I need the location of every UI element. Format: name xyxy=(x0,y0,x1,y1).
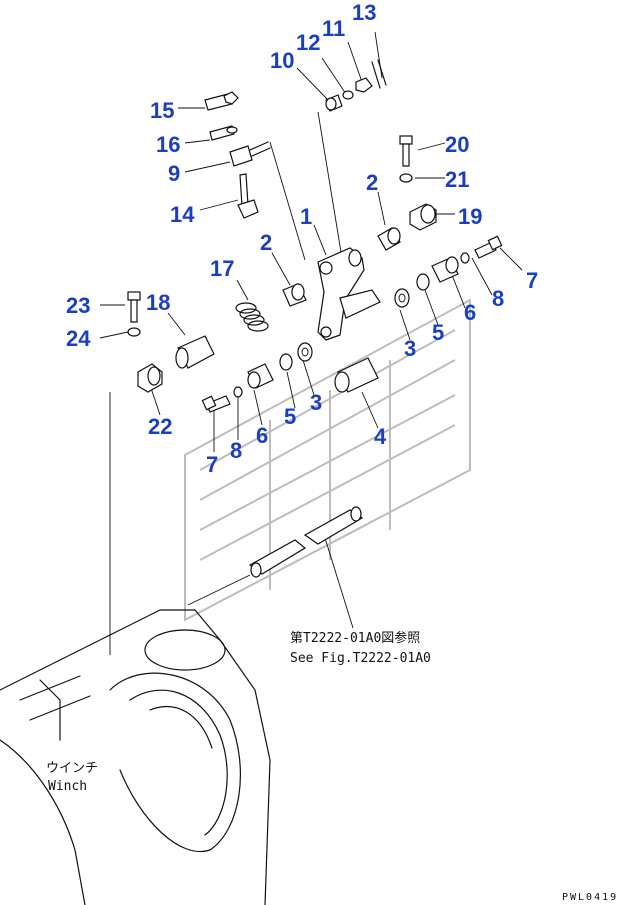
callout-2-upper: 2 xyxy=(366,170,378,195)
reference-note-english: See Fig.T2222-01A0 xyxy=(290,651,431,666)
callout-7-lower: 7 xyxy=(206,452,218,477)
callout-11: 11 xyxy=(322,16,345,41)
part-5-spacer-upper xyxy=(416,273,430,291)
callout-16: 16 xyxy=(156,132,180,157)
callout-9: 9 xyxy=(168,161,180,186)
part-7-bolt-upper xyxy=(474,235,503,259)
callout-6-upper: 6 xyxy=(464,300,476,325)
part-22-bracket xyxy=(137,363,163,393)
part-14-bolt xyxy=(237,173,259,219)
part-1-lever xyxy=(317,247,381,341)
winch-label-english: Winch xyxy=(48,779,87,794)
callout-labels: 13 11 12 10 15 16 9 14 20 21 2 19 1 2 17… xyxy=(66,0,538,477)
part-12-washer xyxy=(342,90,354,100)
part-6-bushing-upper xyxy=(431,256,459,283)
reference-note-japanese: 第T2222-01A0図参照 xyxy=(290,630,420,646)
shaft-upper xyxy=(303,506,364,545)
background-plate-ghost xyxy=(184,298,471,622)
part-2-bushing-lower xyxy=(282,283,307,307)
part-11-nut xyxy=(355,77,373,93)
assembly-lines xyxy=(109,111,354,655)
winch-drum xyxy=(0,609,271,905)
callout-3-lower: 3 xyxy=(310,390,322,415)
part-20-bolt xyxy=(399,135,413,167)
part-7-bolt-lower xyxy=(201,395,231,413)
callout-20: 20 xyxy=(445,132,469,157)
part-9-joint xyxy=(229,141,271,167)
part-3-ring-lower xyxy=(297,342,313,362)
callout-22: 22 xyxy=(148,414,172,439)
part-24-washer xyxy=(127,327,141,337)
callout-13: 13 xyxy=(352,0,376,25)
callout-3-upper: 3 xyxy=(404,336,416,361)
callout-10: 10 xyxy=(270,48,294,73)
shaft-lower xyxy=(248,539,307,578)
callout-6-lower: 6 xyxy=(256,423,268,448)
callout-23: 23 xyxy=(66,293,90,318)
part-6-bushing-lower xyxy=(247,363,274,389)
drawing-code: PWL0419 xyxy=(562,892,618,903)
part-4-shaft-collar xyxy=(334,357,379,393)
callout-17: 17 xyxy=(210,256,234,281)
part-8-washer-upper xyxy=(460,252,470,264)
part-15-nut xyxy=(204,91,239,111)
reference-note: 第T2222-01A0図参照 See Fig.T2222-01A0 xyxy=(290,630,431,666)
part-3-ring-upper xyxy=(394,288,410,308)
callout-15: 15 xyxy=(150,98,174,123)
callout-2-lower: 2 xyxy=(260,230,272,255)
callout-8-upper: 8 xyxy=(492,286,504,311)
callout-12: 12 xyxy=(296,30,320,55)
part-17-spring xyxy=(235,302,269,332)
part-2-bushing-upper xyxy=(377,227,401,251)
part-13-cable-end xyxy=(371,59,387,89)
callout-4: 4 xyxy=(374,424,387,449)
part-10-collar xyxy=(325,94,343,112)
callout-24: 24 xyxy=(66,326,91,351)
callout-1: 1 xyxy=(300,204,312,229)
part-8-washer-lower xyxy=(233,386,243,398)
callout-19: 19 xyxy=(458,204,482,229)
winch-label: ウインチ Winch xyxy=(46,761,98,794)
callout-8-lower: 8 xyxy=(230,438,242,463)
callout-14: 14 xyxy=(170,202,195,227)
callout-18: 18 xyxy=(146,290,170,315)
part-5-spacer-lower xyxy=(279,353,293,371)
callout-21: 21 xyxy=(445,167,469,192)
callout-5-lower: 5 xyxy=(284,404,296,429)
leader-lines xyxy=(99,31,523,452)
part-21-washer xyxy=(399,173,413,183)
winch-label-japanese: ウインチ xyxy=(46,761,98,776)
part-19-bracket xyxy=(409,203,437,231)
part-18-cover xyxy=(175,335,215,369)
part-16-washer xyxy=(209,125,238,141)
part-23-bolt xyxy=(127,291,141,323)
callout-5-upper: 5 xyxy=(432,320,444,345)
callout-7-upper: 7 xyxy=(526,268,538,293)
